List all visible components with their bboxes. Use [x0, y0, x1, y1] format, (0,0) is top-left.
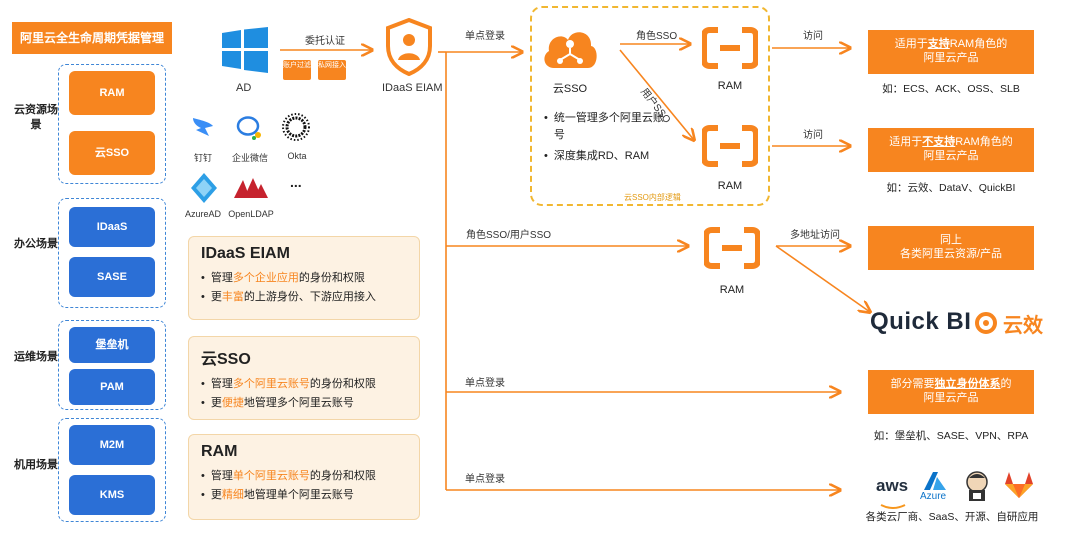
card-idaas-eiam: IDaaS EIAM 管理多个企业应用的身份和权限 更丰富的上游身份、下游应用接… — [188, 236, 420, 320]
flow-label-sso-1: 单点登录 — [465, 31, 505, 42]
app-label-wecom: 企业微信 — [231, 153, 268, 163]
quickbi-logo: Quick BI — [870, 308, 972, 335]
scene-label-ops: 运维场景 — [14, 351, 58, 363]
flow-label-sso-2: 单点登录 — [465, 378, 505, 389]
m2m-button[interactable]: M2M — [69, 425, 155, 465]
sso-bullet: •统一管理多个阿里云账号 — [544, 112, 664, 141]
kms-button[interactable]: KMS — [69, 475, 155, 515]
wecom-icon — [236, 114, 264, 142]
ram-button[interactable]: RAM — [69, 71, 155, 115]
yunxiao-icon — [974, 311, 998, 335]
azure-ad-icon — [190, 172, 218, 204]
vendor-caption: 各类云厂商、SaaS、开源、自研应用 — [865, 511, 1039, 523]
visit-label-1: 访问 — [803, 31, 823, 42]
result-box-unsupported: 适用于不支持RAM角色的 阿里云产品 — [868, 128, 1034, 172]
delegate-label: 委托认证 — [305, 36, 345, 47]
multi-address-label: 多地址访问 — [790, 230, 840, 241]
app-label-azuread: AzureAD — [184, 209, 221, 219]
cloud-sso-icon — [540, 16, 600, 74]
cloud-sso-label: 云SSO — [552, 83, 588, 95]
ram-label-middle: RAM — [717, 180, 743, 192]
visit-label-2: 访问 — [803, 130, 823, 141]
ram-icon-top — [701, 26, 759, 70]
dingtalk-icon — [190, 114, 216, 142]
scene-label-machine: 机用场景 — [14, 459, 58, 471]
scene-label-cloud: 云资源场景 — [14, 104, 58, 131]
cloud-sso-panel — [530, 6, 770, 206]
idaas-eiam-label: IDaaS EIAM — [382, 82, 443, 94]
result-sub-supported: 如：ECS、ACK、OSS、SLB — [882, 83, 1020, 95]
sso-panel-footer: 云SSO内部逻辑 — [624, 193, 681, 202]
sso-bullet: •深度集成RD、RAM — [544, 150, 650, 162]
result-box-same: 同上 各类阿里云资源/产品 — [868, 226, 1034, 270]
card-bullet: 管理单个阿里云账号的身份和权限 — [201, 467, 407, 486]
page-title: 阿里云全生命周期凭据管理 — [12, 22, 172, 54]
jenkins-icon — [964, 470, 990, 502]
scene-group-office: IDaaS SASE — [58, 198, 166, 308]
sase-button[interactable]: SASE — [69, 257, 155, 297]
aws-smile-icon — [880, 497, 906, 509]
windows-icon — [222, 27, 268, 73]
card-title: IDaaS EIAM — [201, 245, 290, 262]
ram-icon-middle — [701, 124, 759, 168]
result-sub-unsupported: 如：云效、DataV、QuickBI — [886, 182, 1016, 194]
card-bullet: 管理多个阿里云账号的身份和权限 — [201, 375, 407, 394]
sso-bullets: •统一管理多个阿里云账号 •深度集成RD、RAM — [544, 110, 664, 165]
azure-icon — [924, 472, 946, 490]
yunxiao-logo: 云效 — [1003, 315, 1043, 337]
openldap-icon — [234, 176, 268, 198]
result-box-independent: 部分需要独立身份体系的 阿里云产品 — [868, 370, 1034, 414]
ram-icon-bottom — [703, 226, 761, 270]
ad-label: AD — [236, 82, 252, 94]
result-box-supported: 适用于支持RAM角色的 阿里云产品 — [868, 30, 1034, 74]
private-network-badge: 私网接入 — [318, 60, 346, 80]
role-sso-label: 角色SSO — [636, 31, 678, 42]
card-bullet: 更丰富的上游身份、下游应用接入 — [201, 288, 407, 307]
card-bullet: 更精细地管理单个阿里云账号 — [201, 486, 407, 505]
flow-label-sso-3: 单点登录 — [465, 474, 505, 485]
ram-label-top: RAM — [717, 80, 743, 92]
card-title: RAM — [201, 443, 238, 460]
scene-group-cloud: RAM 云SSO — [58, 64, 166, 184]
card-ram: RAM 管理单个阿里云账号的身份和权限 更精细地管理单个阿里云账号 — [188, 434, 420, 520]
app-label-openldap: OpenLDAP — [228, 209, 274, 219]
idaas-shield-icon — [386, 17, 432, 77]
more-icon: ... — [290, 174, 302, 190]
bastion-button[interactable]: 堡垒机 — [69, 327, 155, 363]
aws-logo: aws — [876, 476, 909, 495]
card-bullet: 管理多个企业应用的身份和权限 — [201, 269, 407, 288]
gitlab-icon — [1005, 472, 1033, 498]
card-cloud-sso: 云SSO 管理多个阿里云账号的身份和权限 更便捷地管理多个阿里云账号 — [188, 336, 420, 420]
result-sub-independent: 如：堡垒机、SASE、VPN、RPA — [873, 430, 1029, 442]
azure-label: Azure — [920, 491, 947, 502]
app-label-okta: Okta — [287, 151, 307, 161]
okta-icon — [281, 112, 311, 142]
card-title: 云SSO — [201, 351, 251, 368]
ram-label-bottom: RAM — [719, 284, 745, 296]
cloud-sso-button[interactable]: 云SSO — [69, 131, 155, 175]
flow-label-role-user-sso: 角色SSO/用户SSO — [466, 230, 552, 241]
scene-group-machine: M2M KMS — [58, 418, 166, 522]
idaas-button[interactable]: IDaaS — [69, 207, 155, 247]
card-bullet: 更便捷地管理多个阿里云账号 — [201, 394, 407, 413]
pam-button[interactable]: PAM — [69, 369, 155, 405]
scene-label-office: 办公场景 — [14, 238, 58, 250]
account-filter-badge: 账户过滤 — [283, 60, 311, 80]
app-label-dingtalk: 钉钉 — [193, 153, 212, 163]
scene-group-ops: 堡垒机 PAM — [58, 320, 166, 410]
